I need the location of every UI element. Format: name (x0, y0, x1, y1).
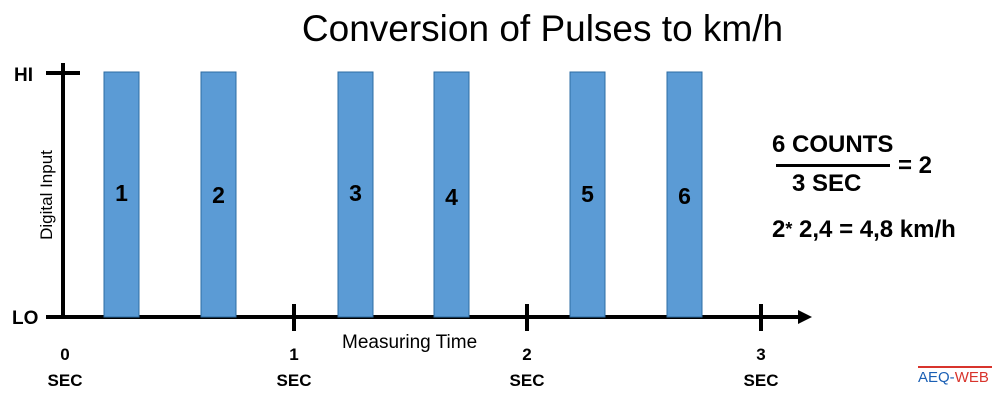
x-axis-arrowhead (798, 310, 812, 324)
formula-calculation: 2* 2,4 = 4,8 km/h (772, 216, 956, 244)
calc-prefix: 2 (772, 216, 786, 243)
fraction-line (776, 164, 890, 167)
tick-label-2: 2 (522, 345, 531, 364)
brand-part-web: WEB (954, 369, 989, 386)
formula-numerator: 6 COUNTS (772, 131, 894, 158)
pulse-2 (200, 71, 237, 318)
tick-unit-1: SEC (277, 371, 312, 390)
pulse-1 (103, 71, 140, 318)
pulse-label-3: 3 (349, 180, 362, 206)
pulse-label-6: 6 (678, 183, 691, 209)
pulse-group: 1 2 3 4 5 6 (103, 71, 703, 318)
pulse-6 (666, 71, 703, 318)
pulse-4 (433, 71, 470, 318)
brand-logo: AEQ-WEB (918, 366, 992, 386)
tick-unit-3: SEC (744, 371, 779, 390)
brand-part-aeq: AEQ- (918, 369, 955, 386)
pulse-label-4: 4 (445, 184, 458, 210)
pulse-3 (337, 71, 374, 318)
diagram-title: Conversion of Pulses to km/h (301, 8, 784, 49)
tick-label-3: 3 (756, 345, 765, 364)
y-axis-label: Digital Input (37, 150, 56, 240)
formula-result: = 2 (898, 152, 933, 179)
lo-label: LO (12, 308, 38, 329)
pulse-label-1: 1 (115, 180, 128, 206)
tick-unit-0: SEC (48, 371, 83, 390)
brand-underline (918, 366, 992, 368)
tick-label-1: 1 (289, 345, 298, 364)
calc-operator: * (785, 219, 793, 239)
hi-label: HI (14, 65, 33, 86)
pulse-label-5: 5 (581, 181, 594, 207)
formula-denominator: 3 SEC (792, 170, 862, 197)
calc-rest: 2,4 = 4,8 km/h (792, 216, 956, 243)
x-axis-label: Measuring Time (342, 332, 477, 353)
pulse-5 (569, 71, 606, 318)
tick-unit-2: SEC (510, 371, 545, 390)
tick-label-0: 0 (60, 345, 69, 364)
pulse-label-2: 2 (212, 182, 225, 208)
